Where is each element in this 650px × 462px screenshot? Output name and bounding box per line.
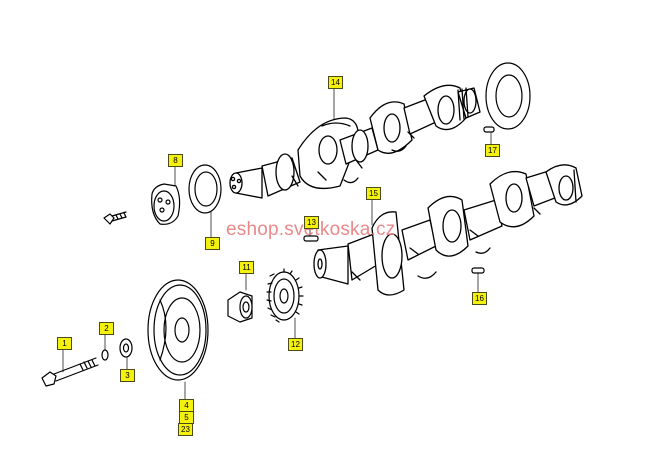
key-13-illustration: [303, 235, 319, 242]
watermark-text: eshop.svetkoska.cz: [226, 219, 396, 240]
callout-12[interactable]: 12: [288, 338, 303, 351]
callout-17[interactable]: 17: [485, 144, 500, 157]
washer-3-illustration: [119, 338, 133, 358]
callout-9[interactable]: 9: [205, 237, 220, 250]
callout-11[interactable]: 11: [239, 261, 254, 274]
callout-1[interactable]: 1: [57, 337, 72, 350]
small-bolt-illustration: [103, 211, 127, 225]
crankshaft-lower-illustration: [313, 164, 583, 296]
seal-ring-9-illustration: [188, 164, 222, 214]
callout-13[interactable]: 13: [304, 216, 319, 229]
dowel-pin-17-illustration: [483, 126, 495, 133]
thrust-washer-illustration: [485, 62, 531, 130]
callout-2[interactable]: 2: [99, 322, 114, 335]
callout-15[interactable]: 15: [366, 187, 381, 200]
callout-16[interactable]: 16: [472, 292, 487, 305]
callout-8[interactable]: 8: [168, 154, 183, 167]
pulley-illustration: [147, 279, 209, 381]
callout-14[interactable]: 14: [328, 76, 343, 89]
callout-23[interactable]: 23: [178, 423, 193, 436]
callout-3[interactable]: 3: [120, 369, 135, 382]
sleeve-11-illustration: [227, 291, 253, 323]
key-16-illustration: [471, 267, 485, 274]
crankshaft-upper-illustration: [229, 84, 481, 199]
hub-8-illustration: [151, 183, 181, 225]
small-ring-2-illustration: [101, 349, 109, 361]
long-bolt-1-illustration: [41, 357, 99, 387]
gear-12-illustration: [266, 268, 304, 323]
